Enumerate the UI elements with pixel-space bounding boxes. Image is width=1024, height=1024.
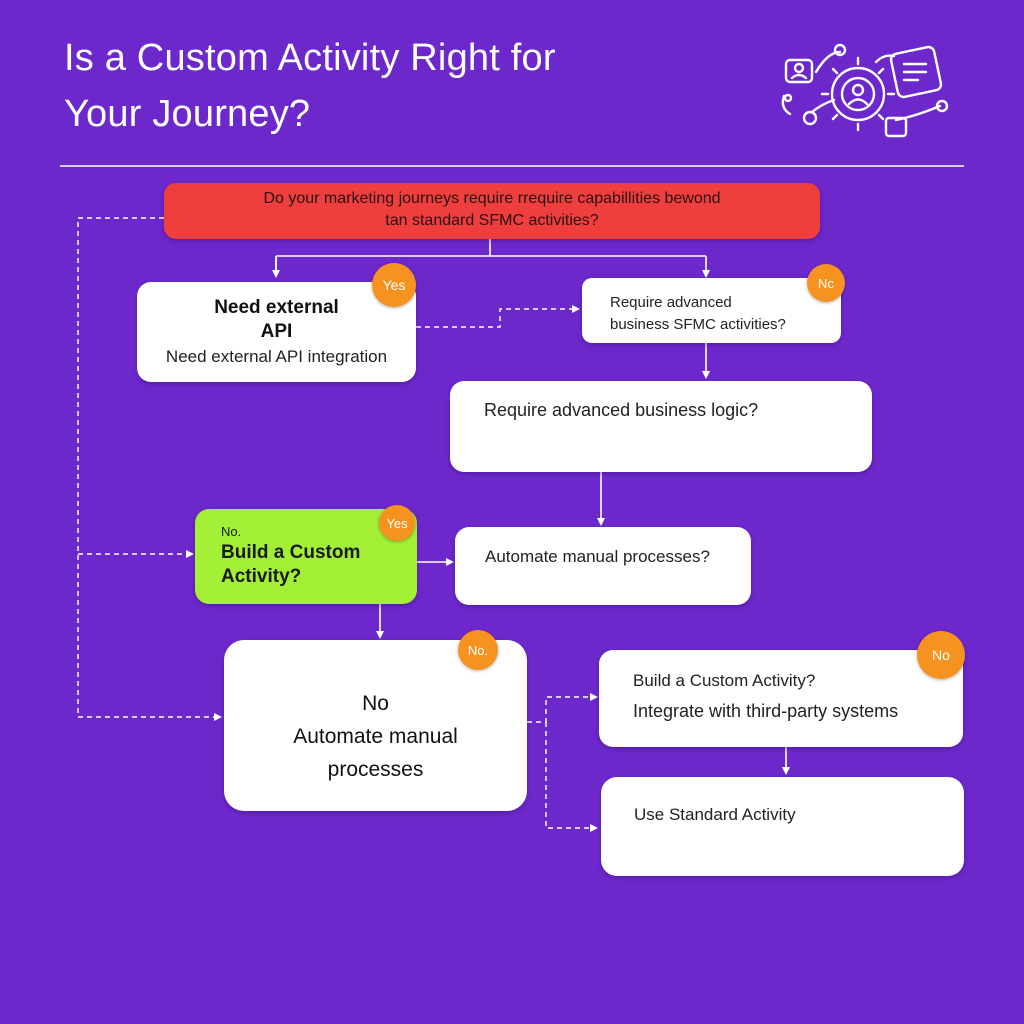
node-use-standard-activity[interactable]: Use Standard Activity (601, 777, 964, 876)
automation-gear-icon (781, 43, 949, 138)
node-automate-manual-question[interactable]: Automate manual processes? (455, 527, 751, 605)
badge-yes: Yes (372, 263, 416, 307)
node-no-automate-line3: processes (327, 758, 424, 781)
question-top-line2: tan standard SFMC activities? (385, 212, 599, 229)
node-no-automate-line1: No (362, 692, 389, 715)
node-build-custom-no-label: No. (221, 524, 242, 539)
dashed-api-to-sfmc (416, 305, 580, 328)
node-advanced-business-logic-text: Require advanced business logic? (484, 400, 759, 420)
dashed-no-to-build (527, 693, 598, 723)
badge-no: No. (458, 630, 498, 670)
title-line-1: Is a Custom Activity Right for (64, 37, 556, 79)
node-require-advanced-sfmc[interactable]: Require advanced business SFMC activitie… (582, 278, 841, 343)
node-build-custom-line2: Activity? (221, 566, 302, 587)
node-need-external-api-line1: Need external (214, 297, 339, 318)
question-top-line1: Do your marketing journeys require rrequ… (263, 190, 721, 207)
node-need-external-api-line3: Need external API integration (165, 347, 388, 366)
badge-no: Nc (807, 264, 845, 302)
node-build-integrate-line1: Build a Custom Activity? (633, 671, 816, 690)
node-require-advanced-sfmc-line2: business SFMC activities? (610, 316, 786, 333)
node-build-integrate-line2: Integrate with third-party systems (633, 701, 899, 721)
node-use-standard-activity-text: Use Standard Activity (634, 805, 796, 824)
connector-top-split (275, 238, 706, 276)
title-divider (60, 165, 964, 167)
badge-yes: Yes (379, 505, 415, 541)
node-no-automate-line2: Automate manual (293, 725, 458, 748)
node-build-custom-line1: Build a Custom (221, 542, 361, 563)
dashed-left-spine (77, 217, 222, 721)
page-title: Is a Custom Activity Right for Your Jour… (64, 30, 704, 142)
node-automate-manual-question-text: Automate manual processes? (485, 547, 710, 566)
node-need-external-api[interactable]: Need external API Need external API inte… (137, 282, 416, 382)
node-need-external-api-line2: API (260, 321, 293, 342)
node-build-integrate[interactable]: Build a Custom Activity? Integrate with … (599, 650, 963, 747)
title-line-2: Your Journey? (64, 93, 311, 135)
dashed-no-to-standard (545, 722, 598, 832)
node-advanced-business-logic[interactable]: Require advanced business logic? (450, 381, 872, 472)
badge-no: No (917, 631, 965, 679)
question-top[interactable]: Do your marketing journeys require rrequ… (164, 183, 820, 239)
node-require-advanced-sfmc-line1: Require advanced (610, 294, 732, 311)
